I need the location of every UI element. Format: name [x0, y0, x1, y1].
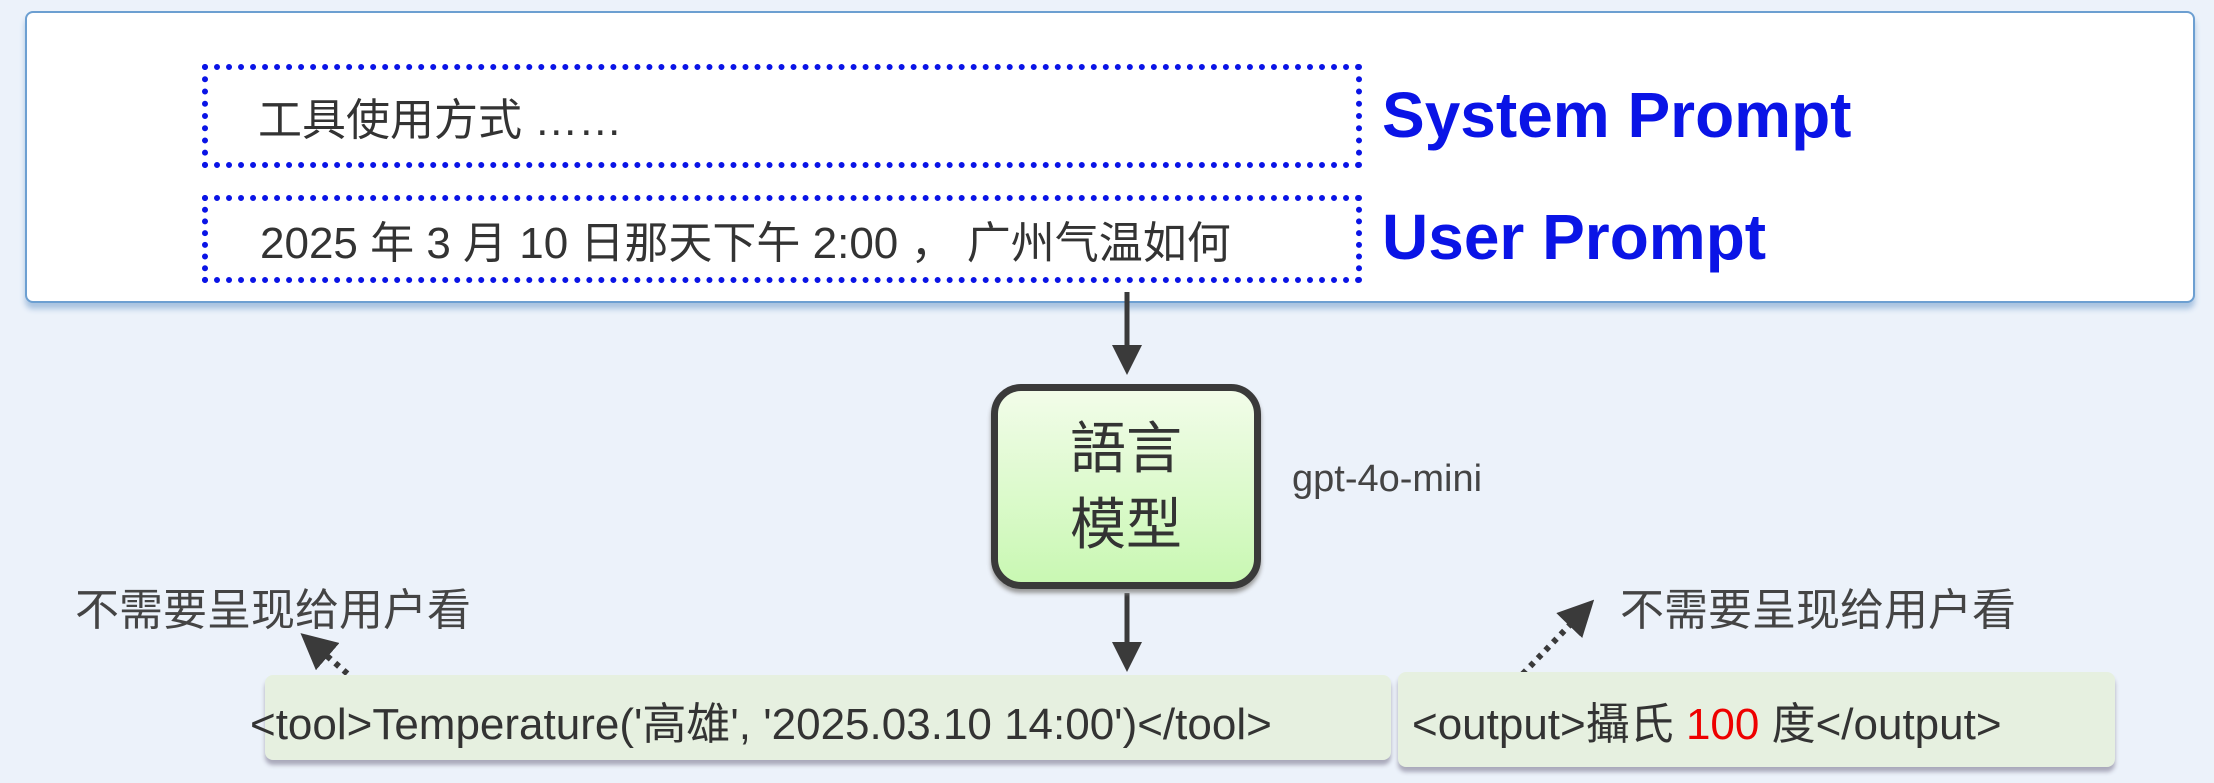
tool-call-text: <tool>Temperature('高雄', '2025.03.10 14:0…: [250, 700, 1272, 749]
user-prompt-box: 2025 年 3 月 10 日那天下午 2:00 ， 广州气温如何: [202, 195, 1362, 283]
output-box: [1398, 672, 2115, 767]
language-model-box: 語言 模型: [991, 384, 1261, 589]
user-prompt-content: 2025 年 3 月 10 日那天下午 2:00 ， 广州气温如何: [260, 219, 1231, 268]
output-prefix: <output>攝氏: [1412, 700, 1686, 749]
system-prompt-label: System Prompt: [1382, 79, 1852, 151]
model-label-line2: 模型: [1070, 492, 1182, 556]
output-value: 100: [1685, 700, 1760, 749]
user-prompt-label: User Prompt: [1382, 201, 1767, 273]
output-text: <output>攝氏 100 度</output>: [1412, 688, 2002, 752]
tool-call-box: [265, 675, 1391, 760]
prompt-panel: [25, 11, 2195, 303]
dotted-arrow-right: [1512, 599, 1595, 685]
system-prompt-content: 工具使用方式 ……: [258, 96, 623, 145]
model-label-line1: 語言: [1070, 416, 1182, 480]
model-name: gpt-4o-mini: [1292, 458, 1483, 500]
output-suffix: 度</output>: [1759, 700, 2002, 749]
note-left: 不需要呈现给用户看: [75, 586, 471, 635]
system-prompt-box: 工具使用方式 ……: [202, 64, 1362, 168]
note-right: 不需要呈现给用户看: [1620, 586, 2016, 635]
